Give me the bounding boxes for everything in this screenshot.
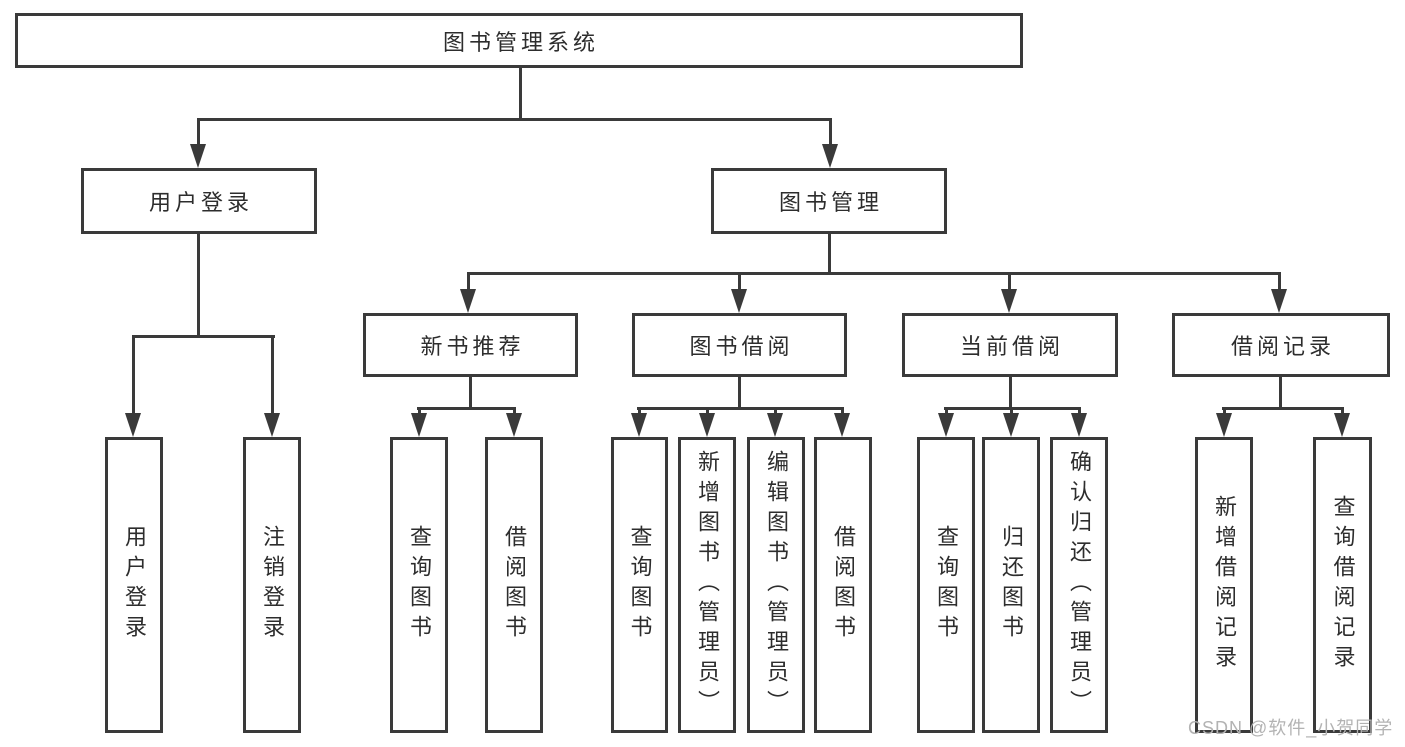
connector-level1-bar — [197, 118, 832, 121]
leaf-confirm-return-admin: 确认归还（管理员） — [1050, 437, 1108, 733]
connector-leg — [638, 407, 641, 415]
connector-leg — [738, 272, 741, 289]
connector-leg — [841, 407, 844, 415]
connector-stem — [1009, 377, 1012, 407]
arrow-down-icon — [460, 289, 476, 313]
watermark: CSDN @软件_小贺同学 — [1188, 718, 1394, 738]
leaf-label: 用户登录 — [122, 525, 147, 645]
leaf-label: 查询图书 — [407, 525, 432, 645]
connector-stem — [738, 377, 741, 407]
leaf-borrow-books-recommend: 借阅图书 — [485, 437, 543, 733]
arrow-down-icon — [264, 413, 280, 437]
leaf-label: 新增图书（管理员） — [695, 450, 720, 720]
leaf-label: 查询图书 — [627, 525, 653, 645]
connector-bar — [637, 407, 844, 410]
arrow-down-icon — [699, 413, 715, 437]
connector-leg — [197, 118, 200, 146]
node-borrow-records: 借阅记录 — [1172, 313, 1390, 377]
arrow-down-icon — [731, 289, 747, 313]
connector-leg — [271, 335, 274, 413]
leaf-label: 编辑图书（管理员） — [764, 450, 789, 720]
arrow-down-icon — [1271, 289, 1287, 313]
leaf-query-books-recommend: 查询图书 — [390, 437, 448, 733]
node-book-borrow: 图书借阅 — [632, 313, 847, 377]
leaf-label: 查询图书 — [934, 525, 959, 645]
arrow-down-icon — [1334, 413, 1350, 437]
leaf-query-borrow-record: 查询借阅记录 — [1313, 437, 1372, 733]
leaf-user-login: 用户登录 — [105, 437, 163, 733]
node-new-book-recommend: 新书推荐 — [363, 313, 578, 377]
arrow-down-icon — [1216, 413, 1232, 437]
leaf-return-book: 归还图书 — [982, 437, 1040, 733]
leaf-label: 借阅图书 — [831, 525, 856, 645]
connector-root-stem — [519, 68, 522, 118]
connector-leg — [467, 272, 470, 289]
connector-leg — [829, 118, 832, 146]
connector-leg — [774, 407, 777, 415]
leaf-label: 新增借阅记录 — [1212, 495, 1237, 675]
leaf-label: 查询借阅记录 — [1330, 495, 1356, 675]
leaf-add-borrow-record: 新增借阅记录 — [1195, 437, 1253, 733]
leaf-label: 归还图书 — [999, 525, 1024, 645]
node-current-borrow: 当前借阅 — [902, 313, 1118, 377]
connector-leg — [1008, 272, 1011, 289]
arrow-down-icon — [190, 144, 206, 168]
connector-bar — [1222, 407, 1344, 410]
leaf-borrow-books: 借阅图书 — [814, 437, 872, 733]
node-user-login: 用户登录 — [81, 168, 317, 234]
connector-leg — [706, 407, 709, 415]
connector-bar — [417, 407, 516, 410]
connector-leg — [1223, 407, 1226, 415]
arrow-down-icon — [1001, 289, 1017, 313]
arrow-down-icon — [125, 413, 141, 437]
node-book-management: 图书管理 — [711, 168, 947, 234]
leaf-add-book-admin: 新增图书（管理员） — [678, 437, 736, 733]
connector-user-bar — [132, 335, 275, 338]
leaf-label: 确认归还（管理员） — [1067, 450, 1092, 720]
leaf-query-books-current: 查询图书 — [917, 437, 975, 733]
connector-leg — [418, 407, 421, 415]
connector-leg — [1010, 407, 1013, 415]
leaf-label: 借阅图书 — [502, 525, 527, 645]
connector-leg — [132, 335, 135, 413]
arrow-down-icon — [938, 413, 954, 437]
arrow-down-icon — [767, 413, 783, 437]
node-library-system: 图书管理系统 — [15, 13, 1023, 68]
arrow-down-icon — [834, 413, 850, 437]
arrow-down-icon — [631, 413, 647, 437]
arrow-down-icon — [506, 413, 522, 437]
arrow-down-icon — [411, 413, 427, 437]
arrow-down-icon — [822, 144, 838, 168]
arrow-down-icon — [1003, 413, 1019, 437]
connector-stem — [469, 377, 472, 407]
connector-leg — [945, 407, 948, 415]
connector-mgmt-stem — [828, 234, 831, 272]
connector-level2-bar — [467, 272, 1281, 275]
connector-leg — [1341, 407, 1344, 415]
connector-leg — [1078, 407, 1081, 415]
connector-user-stem — [197, 234, 200, 335]
leaf-label: 注销登录 — [260, 525, 285, 645]
leaf-query-books-borrow: 查询图书 — [611, 437, 668, 733]
leaf-logout: 注销登录 — [243, 437, 301, 733]
leaf-edit-book-admin: 编辑图书（管理员） — [747, 437, 805, 733]
connector-leg — [1278, 272, 1281, 289]
connector-stem — [1279, 377, 1282, 407]
connector-leg — [513, 407, 516, 415]
arrow-down-icon — [1071, 413, 1087, 437]
